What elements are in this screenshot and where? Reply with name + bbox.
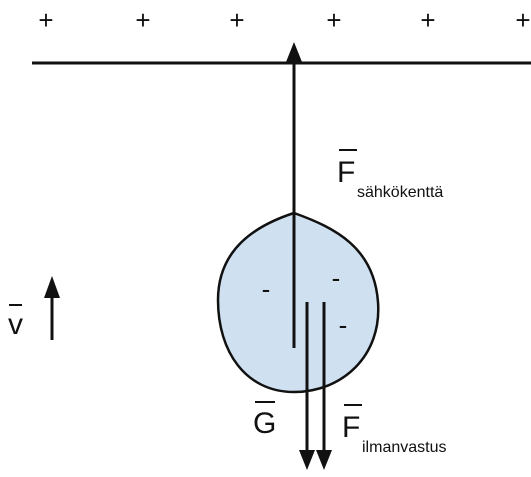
drag-force-arrow: [316, 302, 332, 470]
electric-force-symbol: F: [337, 156, 355, 189]
electric-force-label: F sähkökenttä: [337, 149, 443, 201]
charged-plate: + + + + + +: [32, 5, 531, 65]
gravity-label: G: [253, 401, 276, 440]
electric-force-arrow: [286, 42, 302, 348]
velocity-arrowhead: [44, 276, 60, 298]
negative-charge: -: [262, 274, 271, 304]
negative-charge: -: [332, 263, 341, 293]
plus-sign: +: [135, 5, 150, 35]
plus-sign: +: [420, 5, 435, 35]
velocity-symbol: v: [8, 308, 23, 341]
plus-sign: +: [326, 5, 341, 35]
plus-sign: +: [229, 5, 244, 35]
gravity-symbol: G: [253, 407, 276, 440]
gravity-arrow: [299, 302, 315, 470]
negative-charge: -: [339, 310, 348, 340]
drag-force-label: F ilmanvastus: [342, 404, 446, 456]
plus-sign: +: [515, 5, 530, 35]
drag-force-subscript: ilmanvastus: [362, 439, 446, 456]
plus-sign: +: [38, 5, 53, 35]
drag-force-symbol: F: [342, 411, 360, 444]
droplet-shape: [216, 211, 380, 394]
electric-force-subscript: sähkökenttä: [357, 184, 443, 201]
velocity-indicator: v: [8, 276, 60, 341]
